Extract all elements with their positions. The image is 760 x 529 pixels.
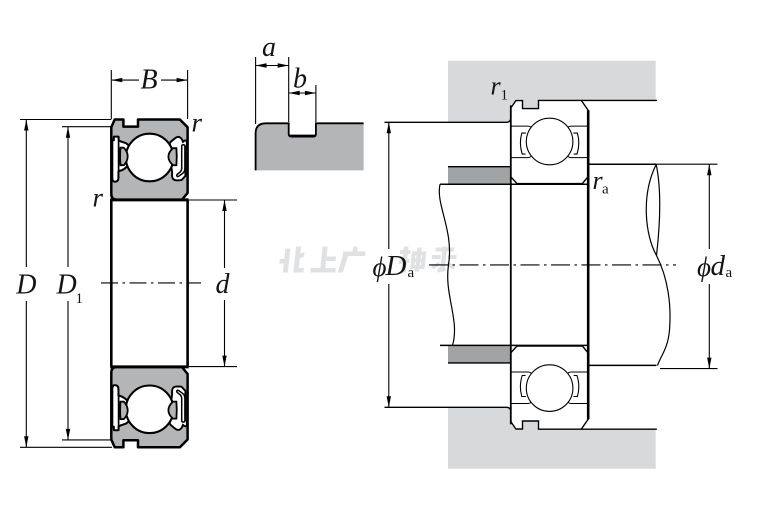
svg-text:r: r bbox=[192, 108, 203, 138]
svg-text:1: 1 bbox=[76, 291, 84, 307]
svg-text:a: a bbox=[726, 265, 733, 281]
svg-text:a: a bbox=[408, 265, 415, 281]
svg-text:D: D bbox=[385, 250, 407, 282]
svg-text:ϕ: ϕ bbox=[697, 252, 711, 282]
svg-text:1: 1 bbox=[501, 88, 509, 104]
svg-text:D: D bbox=[15, 270, 36, 301]
svg-text:a: a bbox=[262, 32, 276, 63]
svg-text:B: B bbox=[141, 65, 158, 96]
svg-text:ϕ: ϕ bbox=[373, 252, 387, 282]
svg-text:d: d bbox=[216, 269, 231, 300]
svg-text:d: d bbox=[711, 250, 726, 282]
svg-text:b: b bbox=[293, 64, 307, 95]
svg-text:r: r bbox=[491, 72, 502, 101]
svg-text:a: a bbox=[602, 182, 609, 198]
svg-text:D: D bbox=[56, 270, 77, 301]
svg-text:r: r bbox=[593, 166, 604, 195]
svg-text:r: r bbox=[93, 183, 104, 213]
